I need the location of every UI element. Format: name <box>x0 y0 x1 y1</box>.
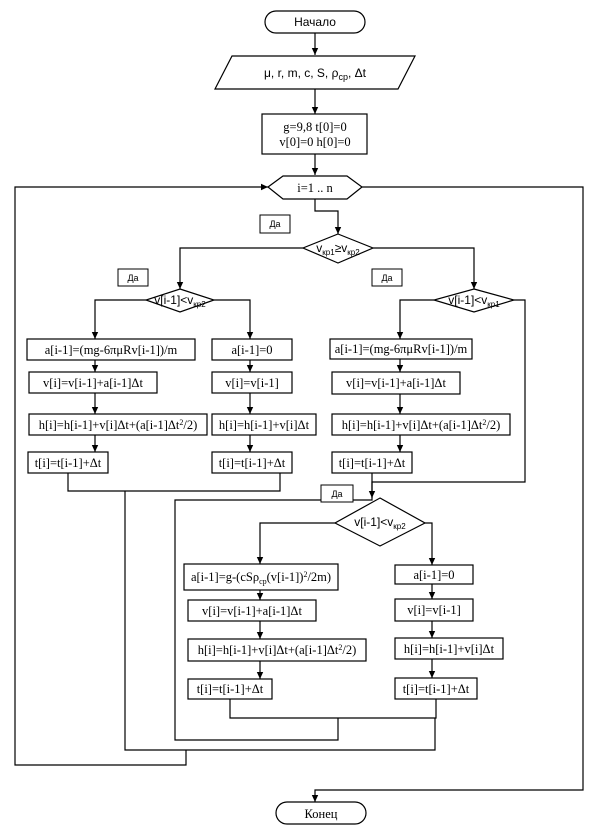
left-yes-a-block: a[i-1]=(mg-6πμRv[i-1])/m <box>26 338 196 361</box>
yes-label-3: Да <box>371 268 403 287</box>
left-yes-v-block: v[i]=v[i-1]+a[i-1]Δt <box>28 371 158 394</box>
left-no-v-block: v[i]=v[i-1] <box>211 371 293 394</box>
end-terminal: Конец <box>275 801 367 825</box>
lower-yes-t-block: t[i]=t[i-1]+Δt <box>187 678 273 700</box>
loop-block: i=1 .. n <box>267 175 363 200</box>
svg-text:h[i]=h[i-1]+v[i]Δt: h[i]=h[i-1]+v[i]Δt <box>219 418 310 432</box>
svg-text:Да: Да <box>331 489 342 499</box>
svg-text:a[i-1]=g-(cSρср(v[i-1])2/2m): a[i-1]=g-(cSρср(v[i-1])2/2m) <box>191 570 331 586</box>
lower-yes-a-block: a[i-1]=g-(cSρср(v[i-1])2/2m) <box>183 563 339 591</box>
svg-text:v[i-1]<vкр1: v[i-1]<vкр1 <box>448 293 500 309</box>
svg-text:Да: Да <box>269 219 280 229</box>
svg-text:t[i]=t[i-1]+Δt: t[i]=t[i-1]+Δt <box>219 456 286 470</box>
svg-text:h[i]=h[i-1]+v[i]Δt+(a[i-1]Δt2/: h[i]=h[i-1]+v[i]Δt+(a[i-1]Δt2/2) <box>39 418 198 432</box>
svg-text:a[i-1]=0: a[i-1]=0 <box>231 343 272 357</box>
lower-yes-h-block: h[i]=h[i-1]+v[i]Δt+(a[i-1]Δt2/2) <box>187 638 367 662</box>
svg-text:v[i]=v[i-1]+a[i-1]Δt: v[i]=v[i-1]+a[i-1]Δt <box>43 376 143 390</box>
svg-text:a[i-1]=(mg-6πμRv[i-1])/m: a[i-1]=(mg-6πμRv[i-1])/m <box>335 342 468 356</box>
lower-no-t-block: t[i]=t[i-1]+Δt <box>394 677 478 700</box>
svg-text:v[0]=0 h[0]=0: v[0]=0 h[0]=0 <box>279 135 350 149</box>
svg-text:Конец: Конец <box>305 807 338 821</box>
svg-text:vкр1≥vкр2: vкр1≥vкр2 <box>316 241 360 257</box>
yes-label-1: Да <box>259 214 291 234</box>
svg-text:v[i-1]<vкр2: v[i-1]<vкр2 <box>154 293 206 309</box>
lower-no-h-block: h[i]=h[i-1]+v[i]Δt <box>394 637 504 660</box>
svg-text:v[i-1]<vкр2: v[i-1]<vкр2 <box>354 515 406 531</box>
svg-text:i=1 .. n: i=1 .. n <box>297 181 333 195</box>
decision-right: v[i-1]<vкр1 <box>431 288 517 313</box>
yes-label-4: Да <box>320 484 354 503</box>
decision-main: vкр1≥vкр2 <box>301 233 375 264</box>
decision-left: v[i-1]<vкр2 <box>144 288 216 313</box>
right-yes-a-block: a[i-1]=(mg-6πμRv[i-1])/m <box>329 338 473 360</box>
decision-lower: v[i-1]<vкр2 <box>333 497 427 547</box>
svg-text:t[i]=t[i-1]+Δt: t[i]=t[i-1]+Δt <box>197 682 264 696</box>
lower-no-v-block: v[i]=v[i-1] <box>394 598 474 622</box>
svg-text:h[i]=h[i-1]+v[i]Δt+(a[i-1]Δt2/: h[i]=h[i-1]+v[i]Δt+(a[i-1]Δt2/2) <box>198 643 357 657</box>
right-yes-v-block: v[i]=v[i-1]+a[i-1]Δt <box>331 371 461 395</box>
svg-text:t[i]=t[i-1]+Δt: t[i]=t[i-1]+Δt <box>403 682 470 696</box>
left-no-h-block: h[i]=h[i-1]+v[i]Δt <box>211 413 317 436</box>
lower-no-a-block: a[i-1]=0 <box>394 564 474 585</box>
lower-yes-v-block: v[i]=v[i-1]+a[i-1]Δt <box>187 599 317 622</box>
left-yes-t-block: t[i]=t[i-1]+Δt <box>27 451 109 474</box>
connectors <box>14 32 584 802</box>
svg-text:a[i-1]=(mg-6πμRv[i-1])/m: a[i-1]=(mg-6πμRv[i-1])/m <box>45 343 178 357</box>
svg-text:v[i]=v[i-1]+a[i-1]Δt: v[i]=v[i-1]+a[i-1]Δt <box>346 376 446 390</box>
svg-text:a[i-1]=0: a[i-1]=0 <box>413 568 454 582</box>
yes-label-2: Да <box>117 268 149 287</box>
init-block: g=9,8 t[0]=0 v[0]=0 h[0]=0 <box>261 113 368 155</box>
svg-text:Да: Да <box>381 273 392 283</box>
svg-text:Начало: Начало <box>294 15 336 29</box>
left-no-t-block: t[i]=t[i-1]+Δt <box>211 451 293 474</box>
left-yes-h-block: h[i]=h[i-1]+v[i]Δt+(a[i-1]Δt2/2) <box>28 413 208 436</box>
input-block: μ, r, m, c, S, ρср, Δt <box>214 55 416 90</box>
svg-text:v[i]=v[i-1]: v[i]=v[i-1] <box>407 603 461 617</box>
right-yes-h-block: h[i]=h[i-1]+v[i]Δt+(a[i-1]Δt2/2) <box>331 413 511 436</box>
svg-text:t[i]=t[i-1]+Δt: t[i]=t[i-1]+Δt <box>339 456 406 470</box>
start-terminal: Начало <box>264 10 366 34</box>
svg-text:h[i]=h[i-1]+v[i]Δt+(a[i-1]Δt2/: h[i]=h[i-1]+v[i]Δt+(a[i-1]Δt2/2) <box>342 418 501 432</box>
right-yes-t-block: t[i]=t[i-1]+Δt <box>331 451 413 474</box>
svg-text:μ, r, m, c, S, ρср, Δt: μ, r, m, c, S, ρср, Δt <box>264 66 367 82</box>
svg-text:Да: Да <box>127 273 138 283</box>
svg-text:v[i]=v[i-1]: v[i]=v[i-1] <box>225 376 279 390</box>
svg-text:v[i]=v[i-1]+a[i-1]Δt: v[i]=v[i-1]+a[i-1]Δt <box>202 604 302 618</box>
svg-text:t[i]=t[i-1]+Δt: t[i]=t[i-1]+Δt <box>35 456 102 470</box>
left-no-a-block: a[i-1]=0 <box>211 338 293 361</box>
svg-text:h[i]=h[i-1]+v[i]Δt: h[i]=h[i-1]+v[i]Δt <box>404 642 495 656</box>
svg-text:g=9,8 t[0]=0: g=9,8 t[0]=0 <box>283 120 346 134</box>
